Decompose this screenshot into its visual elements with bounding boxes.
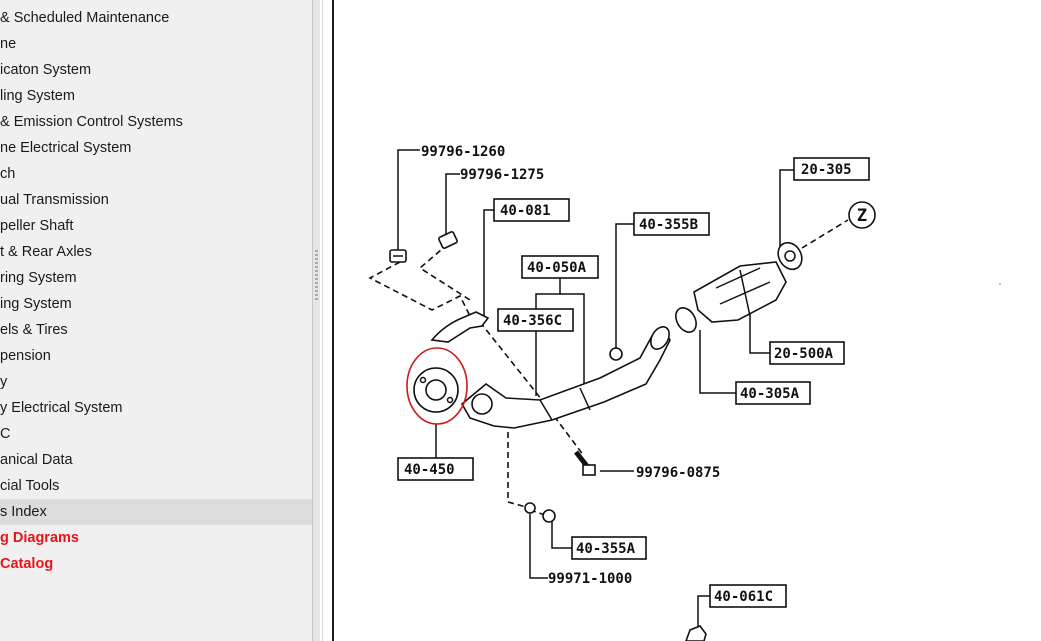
exhaust-parts-diagram: Z 99796-1260 99796-1275 40-081 40-355B 4… [368,144,1001,641]
bolt-99796-0875-drawing [574,450,596,476]
sidebar-item-label: ch [0,166,16,182]
part-label-40-356C[interactable]: 40-356C [503,313,562,329]
sidebar-item-label: peller Shaft [0,218,74,234]
sidebar-item-manual-transmission[interactable]: ual Transmission [0,187,312,213]
sidebar-item-label: ne Electrical System [0,140,132,156]
diagram-viewer: Z 99796-1260 99796-1275 40-081 40-355B 4… [336,0,1041,641]
sidebar-item-label: anical Data [0,452,73,468]
part-label-20-305[interactable]: 20-305 [801,162,852,178]
callout-lines [397,149,794,628]
part-label-40-061C[interactable]: 40-061C [714,589,773,605]
exhaust-pipe-drawing [460,326,671,429]
sidebar-item-label: ing System [0,296,72,312]
stray-dot [999,283,1001,285]
part-label-99971-1000[interactable]: 99971-1000 [548,571,632,587]
sidebar-item-label: Catalog [0,556,54,572]
sidebar-item-label: ual Transmission [0,192,109,208]
sidebar-item-body[interactable]: y [0,369,312,395]
sidebar-item-label: & Emission Control Systems [0,114,183,130]
catalytic-converter-drawing [693,261,787,323]
sidebar-item-parts-catalog[interactable]: Catalog [0,551,312,577]
highlight-circle [406,347,468,425]
sidebar-item-axles[interactable]: t & Rear Axles [0,239,312,265]
sidebar-item-hvac[interactable]: C [0,421,312,447]
bolt-99796-1260-drawing [389,249,407,263]
sidebar-item-lubrication-system[interactable]: icaton System [0,57,312,83]
sidebar-item-label: & Scheduled Maintenance [0,10,170,26]
bolt-99796-1275-drawing [438,231,458,249]
sidebar-item-engine[interactable]: ne [0,31,312,57]
washer-40-355A-drawing [524,502,556,523]
sidebar-item-label: g Diagrams [0,530,79,546]
sidebar-item-label: y Electrical System [0,400,123,416]
part-label-99796-0875[interactable]: 99796-0875 [636,465,720,481]
part-box-40-305A [735,381,811,405]
sidebar-item-label: s Index [0,504,47,520]
part-box-40-450 [397,457,474,481]
sidebar-item-special-tools[interactable]: cial Tools [0,473,312,499]
gasket-40-305A-drawing [675,307,697,333]
sidebar-item-cooling-system[interactable]: ling System [0,83,312,109]
part-label-40-081[interactable]: 40-081 [500,203,551,219]
part-label-40-355B[interactable]: 40-355B [639,217,698,233]
sidebar-item-fuel-emission[interactable]: & Emission Control Systems [0,109,312,135]
part-label-99796-1275[interactable]: 99796-1275 [460,167,544,183]
gasket-20-305-drawing [777,241,803,271]
sidebar-item-suspension[interactable]: pension [0,343,312,369]
part-box-40-081 [493,198,570,222]
sidebar-item-technical-data[interactable]: anical Data [0,447,312,473]
part-40-061C-drawing [685,625,707,641]
gasket-40-450-drawing [413,367,459,413]
sidebar-item-label: t & Rear Axles [0,244,92,260]
page-left-border [320,0,334,641]
splitter-grip [315,250,318,300]
sidebar-item-scheduled-maintenance[interactable]: & Scheduled Maintenance [0,5,312,31]
pane-splitter[interactable] [313,0,320,641]
sidebar-item-clutch[interactable]: ch [0,161,312,187]
sidebar-item-label: ling System [0,88,75,104]
sidebar-item-engine-electrical[interactable]: ne Electrical System [0,135,312,161]
sidebar-item-label: C [0,426,11,442]
bracket-40-081-drawing [430,311,490,343]
part-box-40-356C [497,308,574,332]
sidebar-item-body-electrical[interactable]: y Electrical System [0,395,312,421]
part-box-40-050A [521,255,599,279]
sidebar-item-label: icaton System [0,62,92,78]
sidebar-item-parts-index[interactable]: s Index [0,499,312,525]
part-label-40-450[interactable]: 40-450 [404,462,455,478]
part-label-40-305A[interactable]: 40-305A [740,386,800,402]
part-box-20-305 [793,157,870,181]
part-box-40-355B [633,212,710,236]
sidebar-navigation: & Scheduled Maintenance ne icaton System… [0,0,313,641]
nut-40-355B-drawing [609,347,623,361]
sidebar-item-label: ne [0,36,17,52]
sidebar-item-propeller-shaft[interactable]: peller Shaft [0,213,312,239]
sidebar-item-braking-system[interactable]: ing System [0,291,312,317]
part-label-99796-1260[interactable]: 99796-1260 [421,144,505,160]
sidebar-item-wheels-tires[interactable]: els & Tires [0,317,312,343]
part-box-20-500A [769,341,845,365]
sidebar-item-label: y [0,374,8,390]
sidebar-item-steering-system[interactable]: ring System [0,265,312,291]
sidebar-item-wiring-diagrams[interactable]: g Diagrams [0,525,312,551]
sidebar-item-label: ring System [0,270,77,286]
sidebar-item-label: pension [0,348,51,364]
part-label-20-500A[interactable]: 20-500A [774,346,834,362]
reference-marker-z: Z [848,201,876,229]
part-label-40-355A[interactable]: 40-355A [576,541,636,557]
part-box-40-355A [571,536,647,560]
assembly-dashed-lines [368,219,849,517]
part-label-40-050A[interactable]: 40-050A [527,260,587,276]
sidebar-item-label: cial Tools [0,478,60,494]
part-box-40-061C [709,584,787,608]
sidebar-item-label: els & Tires [0,322,68,338]
reference-letter: Z [857,206,867,226]
